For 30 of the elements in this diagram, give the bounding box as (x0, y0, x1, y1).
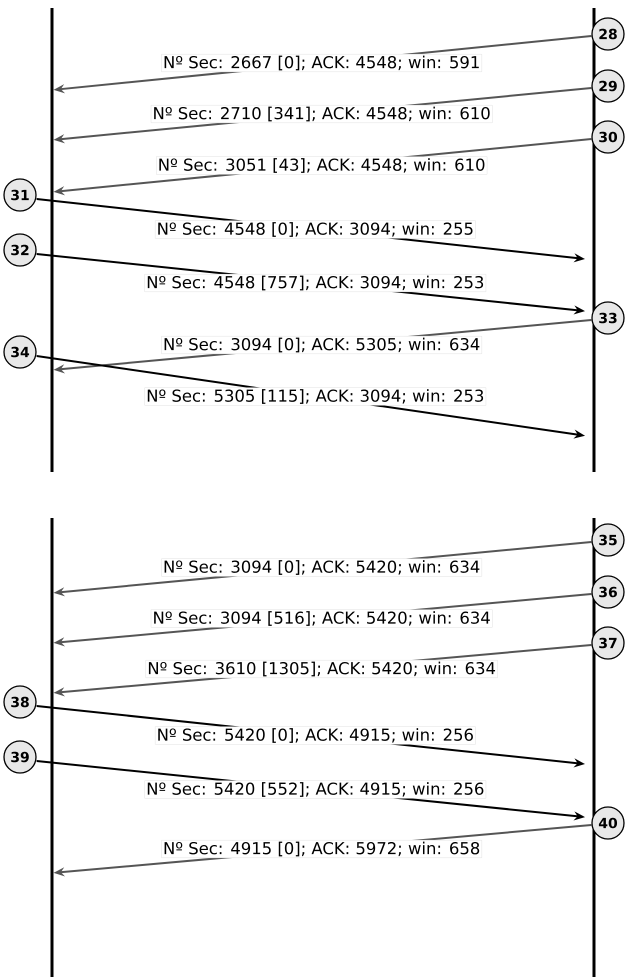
edge-label: Nº Sec: 5420 [0]; ACK: 4915; win: 256 (154, 726, 476, 745)
lifeline (592, 518, 596, 977)
edge-label: Nº Sec: 5305 [115]; ACK: 3094; win: 253 (144, 387, 486, 406)
step-number: 29 (591, 69, 625, 103)
edge-label: Nº Sec: 3051 [43]; ACK: 4548; win: 610 (156, 156, 488, 175)
edge-label: Nº Sec: 3094 [516]; ACK: 5420; win: 634 (150, 609, 493, 628)
step-number: 33 (591, 301, 625, 335)
edge-label: Nº Sec: 3094 [0]; ACK: 5305; win: 634 (161, 336, 482, 354)
step-number: 38 (3, 685, 37, 719)
edge-label: Nº Sec: 4548 [0]; ACK: 3094; win: 255 (154, 220, 476, 239)
edge-label: Nº Sec: 3094 [0]; ACK: 5420; win: 634 (161, 558, 482, 577)
step-number: 28 (591, 17, 625, 51)
lifeline (50, 518, 54, 977)
step-number: 40 (591, 806, 625, 840)
edge-label: Nº Sec: 5420 [552]; ACK: 4915; win: 256 (144, 780, 486, 799)
edge-label: Nº Sec: 4548 [757]; ACK: 3094; win: 253 (144, 274, 486, 292)
step-number: 35 (591, 523, 625, 557)
edge-label: Nº Sec: 4915 [0]; ACK: 5972; win: 658 (161, 840, 482, 858)
step-number: 34 (3, 335, 37, 369)
step-number: 37 (591, 626, 625, 660)
step-number: 31 (3, 178, 37, 212)
step-number: 36 (591, 575, 625, 609)
step-number: 30 (591, 120, 625, 154)
edge-label: Nº Sec: 2710 [341]; ACK: 4548; win: 610 (150, 104, 493, 124)
step-number: 32 (3, 233, 37, 267)
lifeline (592, 8, 596, 472)
edge-label: Nº Sec: 2667 [0]; ACK: 4548; win: 591 (161, 54, 482, 72)
step-number: 39 (3, 740, 37, 774)
lifeline (50, 8, 54, 472)
edge-label: Nº Sec: 3610 [1305]; ACK: 5420; win: 634 (146, 660, 498, 678)
